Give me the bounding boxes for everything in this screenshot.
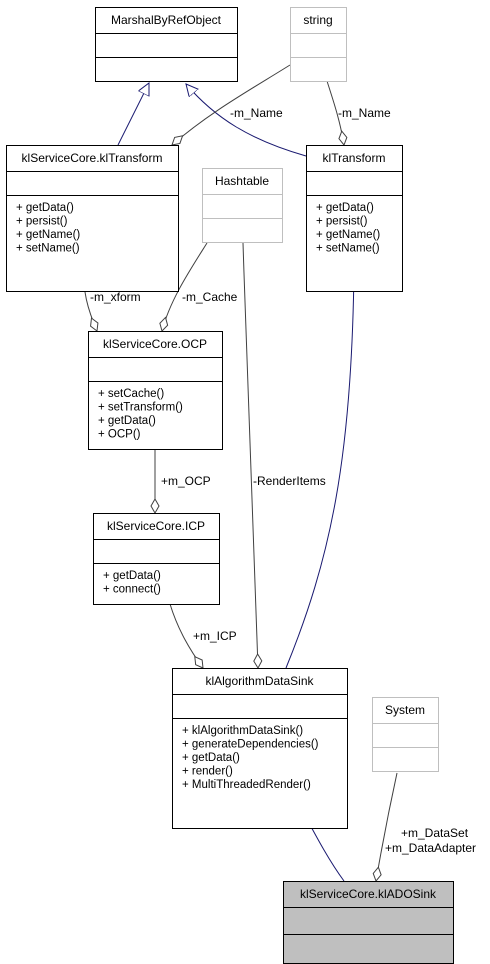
class-box-frame [6, 145, 179, 292]
class-member: + getData() [182, 752, 240, 764]
class-title: klTransform [323, 151, 386, 165]
class-box-frame [306, 145, 403, 292]
class-member: + persist() [16, 216, 68, 228]
class-member: + getData() [16, 202, 74, 214]
class-member: + klAlgorithmDataSink() [182, 725, 303, 737]
class-box-frame [93, 513, 220, 605]
class-box-marshal[interactable]: MarshalByRefObject [95, 7, 238, 82]
class-box-hashtable[interactable]: Hashtable [202, 168, 283, 243]
class-title: klServiceCore.klADOSink [300, 887, 437, 901]
class-box-system[interactable]: System [372, 697, 439, 772]
class-member: + getData() [316, 202, 374, 214]
class-box-ado[interactable]: klServiceCore.klADOSink [283, 881, 454, 964]
class-box-frame [283, 881, 454, 964]
class-member: + getData() [103, 570, 161, 582]
edge-hashtable-to-ocp [159, 242, 208, 332]
edge-label-svc-name: -m_Name [230, 106, 283, 120]
class-member: + getName() [16, 229, 80, 241]
class-box-frame [202, 168, 283, 243]
class-title: klServiceCore.ICP [107, 519, 205, 533]
class-box-string[interactable]: string [290, 7, 347, 82]
class-member: + OCP() [98, 429, 141, 441]
class-title: klServiceCore.klTransform [22, 151, 163, 165]
edge-svctransform-inherits-marshal [117, 83, 149, 146]
edge-icp-to-sink [169, 603, 204, 669]
edge-label-icp: +m_ICP [193, 629, 237, 643]
class-box-frame [372, 697, 439, 772]
class-member: + MultiThreadedRender() [182, 779, 311, 791]
class-member: + generateDependencies() [182, 739, 319, 751]
class-member: + setName() [16, 243, 80, 255]
class-title: System [385, 703, 425, 717]
class-member: + setCache() [98, 388, 164, 400]
edge-hashtable-to-sink [242, 242, 263, 670]
class-box-frame [95, 7, 238, 82]
class-member: + setName() [316, 243, 380, 255]
class-box-sink[interactable]: klAlgorithmDataSink + klAlgorithmDataSink… [172, 668, 348, 829]
edge-string-to-svctransform [171, 64, 291, 146]
class-title: klServiceCore.OCP [103, 337, 207, 351]
class-member: + persist() [316, 216, 368, 228]
class-title: klAlgorithmDataSink [205, 674, 314, 688]
edge-system-to-ado [372, 772, 398, 882]
edge-label-dataset: +m_DataSet [401, 826, 469, 840]
class-title: Hashtable [215, 174, 269, 188]
edge-label-ocp: +m_OCP [161, 474, 211, 488]
edge-label-cache: -m_Cache [182, 290, 238, 304]
class-title: string [303, 13, 332, 27]
class-box-svc-transform[interactable]: klServiceCore.klTransform + getData() + pe… [6, 145, 179, 292]
class-member: + render() [182, 766, 233, 778]
class-member: + connect() [103, 584, 161, 596]
edge-string-to-ktransform [326, 80, 348, 146]
class-box-frame [88, 331, 223, 450]
class-member: + setTransform() [98, 402, 183, 414]
class-box-frame [290, 7, 347, 82]
edge-label-adapter: +m_DataAdapter [385, 841, 476, 855]
class-box-icp[interactable]: klServiceCore.ICP + getData() + connect() [93, 513, 220, 605]
class-box-ktransform[interactable]: klTransform + getData() + persist()+ getNa… [306, 145, 403, 292]
class-box-frame [172, 668, 348, 829]
class-box-ocp[interactable]: klServiceCore.OCP + setCache() + setTransf… [88, 331, 223, 450]
class-member: + getData() [98, 415, 156, 427]
edge-label-render-items: -RenderItems [253, 474, 326, 488]
edge-sink-inherits-ktransform [285, 268, 354, 669]
edge-ktransform-inherits-marshal [186, 84, 307, 157]
edge-label-kt-name: -m_Name [338, 106, 391, 120]
edge-label-xform: -m_xform [90, 290, 141, 304]
class-title: MarshalByRefObject [111, 13, 222, 27]
class-member: + getName() [316, 229, 380, 241]
